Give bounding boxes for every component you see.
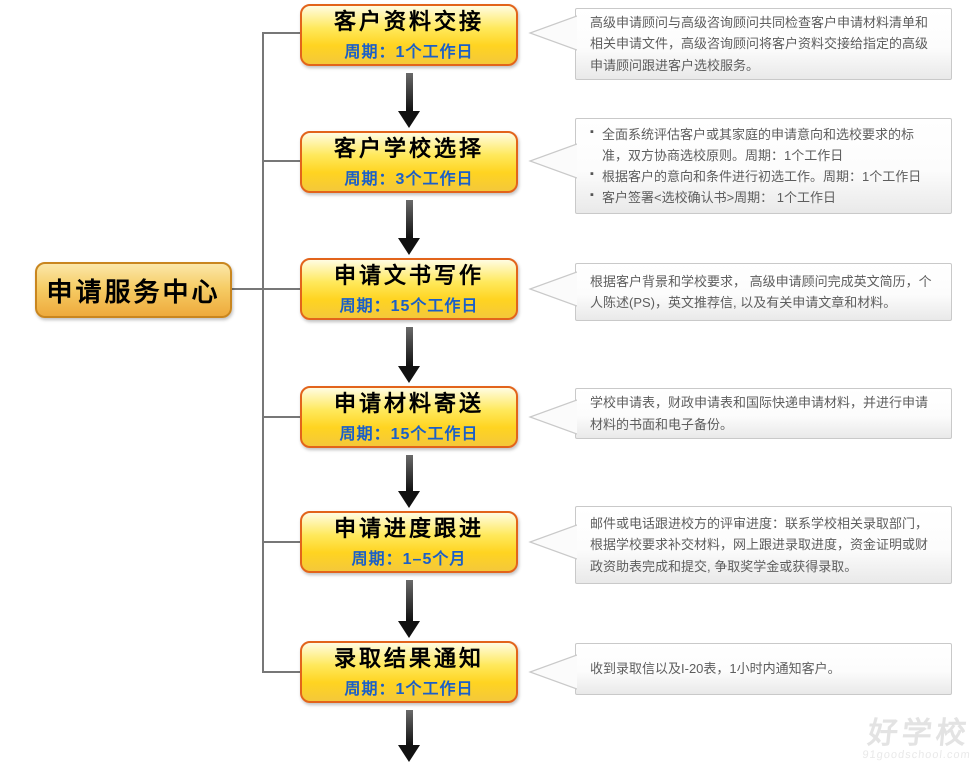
- note-text: 收到录取信以及I-20表，1小时内通知客户。: [590, 661, 841, 677]
- arrow-head-icon: [398, 238, 420, 255]
- arrow-head-icon: [398, 111, 420, 128]
- note-text: 学校申请表，财政申请表和国际快递申请材料，并进行申请材料的书面和电子备份。: [590, 395, 929, 432]
- step-title: 申请进度跟进: [333, 516, 484, 542]
- step-title: 申请材料寄送: [333, 391, 484, 417]
- root-node: 申请服务中心: [35, 262, 232, 318]
- watermark-site: 91goodschool.com: [861, 749, 972, 761]
- flow-arrow-down-6: [398, 710, 420, 762]
- step-period: 周期：15个工作日: [339, 297, 479, 315]
- callout-pointer-icon: [528, 15, 577, 51]
- callout-pointer-icon: [528, 271, 577, 307]
- callout-pointer-icon: [528, 143, 577, 179]
- connector-trunk: [262, 32, 264, 672]
- watermark-brand: 好学校: [865, 717, 972, 750]
- step-period: 周期：1个工作日: [344, 680, 474, 698]
- watermark: 好学校 91goodschool.com: [861, 717, 974, 761]
- note-text: 高级申请顾问与高级咨询顾问共同检查客户申请材料清单和相关申请文件，高级咨询顾问将…: [590, 15, 929, 73]
- note-step-6: 收到录取信以及I-20表，1小时内通知客户。: [575, 643, 952, 695]
- flow-arrow-down-2: [398, 200, 420, 255]
- note-bullet: 全面系统评估客户或其家庭的申请意向和选校要求的标准，双方协商选校原则。周期：1个…: [590, 124, 937, 166]
- step-title: 录取结果通知: [333, 646, 484, 672]
- connector-branch-step4: [262, 416, 300, 418]
- note-step-2: 全面系统评估客户或其家庭的申请意向和选校要求的标准，双方协商选校原则。周期：1个…: [575, 118, 952, 214]
- connector-branch-step1: [262, 32, 300, 34]
- note-step-4: 学校申请表，财政申请表和国际快递申请材料，并进行申请材料的书面和电子备份。: [575, 388, 952, 439]
- note-text: 根据客户背景和学校要求， 高级申请顾问完成英文简历，个人陈述(PS)，英文推荐信…: [590, 273, 932, 310]
- arrow-head-icon: [398, 491, 420, 508]
- arrow-head-icon: [398, 745, 420, 762]
- note-text: 邮件或电话跟进校方的评审进度：联系学校相关录取部门，根据学校要求补交材料，网上跟…: [590, 516, 929, 574]
- step-title: 申请文书写作: [333, 263, 484, 289]
- step-title: 客户学校选择: [333, 136, 484, 162]
- step-period: 周期：3个工作日: [344, 170, 474, 188]
- note-bullet: 根据客户的意向和条件进行初选工作。周期：1个工作日: [590, 166, 937, 187]
- callout-pointer-icon: [528, 399, 577, 435]
- note-bullet-list: 全面系统评估客户或其家庭的申请意向和选校要求的标准，双方协商选校原则。周期：1个…: [590, 124, 937, 208]
- note-step-5: 邮件或电话跟进校方的评审进度：联系学校相关录取部门，根据学校要求补交材料，网上跟…: [575, 506, 952, 584]
- step-box-3: 申请文书写作 周期：15个工作日: [300, 258, 518, 320]
- step-box-2: 客户学校选择 周期：3个工作日: [300, 131, 518, 193]
- connector-branch-step5: [262, 541, 300, 543]
- connector-branch-step2: [262, 160, 300, 162]
- callout-pointer-icon: [528, 654, 577, 690]
- flow-arrow-down-4: [398, 455, 420, 508]
- flow-arrow-down-5: [398, 580, 420, 638]
- flow-arrow-down-3: [398, 327, 420, 383]
- step-title: 客户资料交接: [333, 9, 484, 35]
- connector-branch-step6: [262, 671, 300, 673]
- step-period: 周期：1个工作日: [344, 43, 474, 61]
- arrow-head-icon: [398, 366, 420, 383]
- step-box-4: 申请材料寄送 周期：15个工作日: [300, 386, 518, 448]
- step-box-5: 申请进度跟进 周期：1–5个月: [300, 511, 518, 573]
- note-step-1: 高级申请顾问与高级咨询顾问共同检查客户申请材料清单和相关申请文件，高级咨询顾问将…: [575, 8, 952, 80]
- step-period: 周期：1–5个月: [351, 550, 467, 568]
- callout-pointer-icon: [528, 524, 577, 560]
- flow-arrow-down-1: [398, 73, 420, 128]
- arrow-head-icon: [398, 621, 420, 638]
- note-step-3: 根据客户背景和学校要求， 高级申请顾问完成英文简历，个人陈述(PS)，英文推荐信…: [575, 263, 952, 321]
- step-period: 周期：15个工作日: [339, 425, 479, 443]
- connector-branch-root-step3: [228, 288, 300, 290]
- note-bullet: 客户签署<选校确认书>周期： 1个工作日: [590, 187, 937, 208]
- root-node-label: 申请服务中心: [46, 276, 221, 307]
- step-box-6: 录取结果通知 周期：1个工作日: [300, 641, 518, 703]
- step-box-1: 客户资料交接 周期：1个工作日: [300, 4, 518, 66]
